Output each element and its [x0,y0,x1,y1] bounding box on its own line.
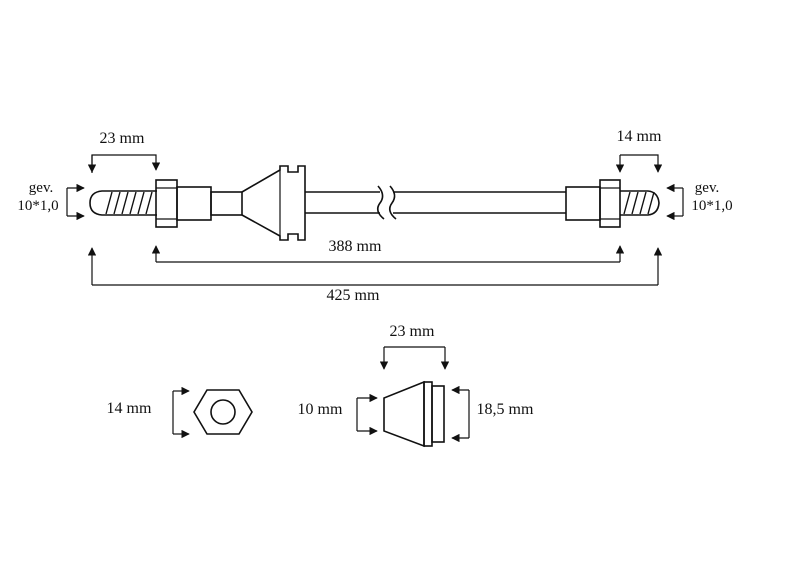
left-shank [210,191,243,216]
nut-size-label: 14 mm [107,400,152,417]
dim-inner-length: 388 mm [151,238,625,263]
tube-right [393,191,566,214]
dim-right-thread: gev. 10*1,0 [666,180,733,221]
left-hex-nut [155,179,178,228]
right-thread-label-1: gev. [695,180,719,196]
left-thread-tip [89,190,157,216]
dim-left-thread: gev. 10*1,0 [17,180,85,221]
dim-top-right: 14 mm [615,128,663,173]
cone-detail-flange-1 [423,381,433,447]
left-thread-lines [105,191,153,215]
tube-break-left [376,185,385,220]
cone-detail-flange-2 [431,385,445,443]
dim-overall-length: 425 mm [87,247,663,304]
hex-nut-hole [210,399,236,425]
right-thread-label-2: 10*1,0 [691,198,732,214]
left-thread-label-2: 10*1,0 [17,198,58,214]
right-hex-nut [599,179,621,228]
tube-break-right [388,185,397,220]
cone-detail: 23 mm 10 mm 18,5 mm [298,323,534,448]
cone-body [241,165,306,241]
threaded-rod-assembly [89,165,660,241]
tube-left [305,191,380,214]
hex-nut-shape [193,389,253,435]
nut-detail: 14 mm [107,386,253,439]
dim-top-right-label: 14 mm [617,128,662,145]
overall-length-label: 425 mm [327,287,380,304]
left-thread-label-1: gev. [29,180,53,196]
right-thread-tip [620,190,660,216]
cone-width-label: 23 mm [390,323,435,340]
right-sleeve [565,186,601,221]
cone-detail-body [383,380,425,448]
right-thread-lines [623,191,655,215]
dim-top-left-label: 23 mm [100,130,145,147]
inner-length-label: 388 mm [329,238,382,255]
cone-small-dia-label: 10 mm [298,401,343,418]
cone-large-dia-label: 18,5 mm [477,401,534,418]
left-sleeve [176,186,212,221]
dim-top-left: 23 mm [87,130,161,173]
